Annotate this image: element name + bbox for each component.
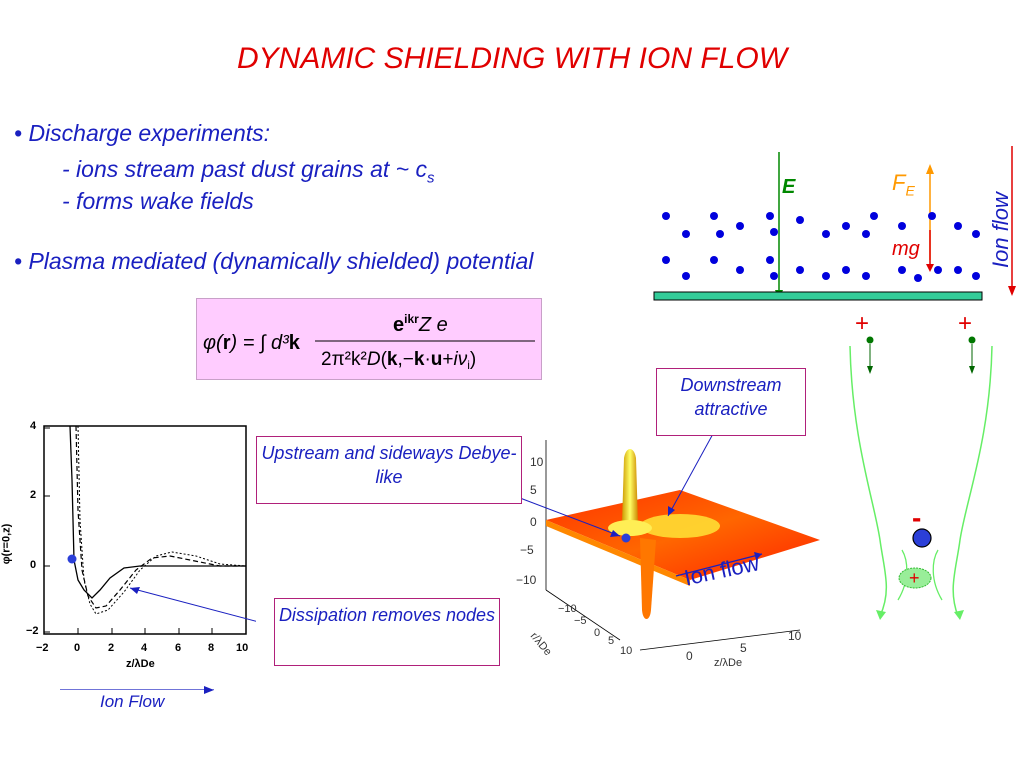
tick-left-0: 0: [530, 515, 537, 529]
tick-side-neg10: −10: [558, 603, 577, 615]
formula-svg: φ(r) = ∫ d³k eikrZ e 2π²k²D(k,−k·u+iνi): [203, 312, 535, 372]
bullet-plasma-potential: • Plasma mediated (dynamically shielded)…: [14, 248, 534, 274]
surface-spike-down: [640, 538, 656, 619]
tick-side-10: 10: [620, 645, 632, 657]
formula-box: φ(r) = ∫ d³k eikrZ e 2π²k²D(k,−k·u+iνi): [196, 298, 542, 380]
ion-focus-cloud: [898, 567, 932, 589]
fe-arrowhead: [926, 164, 934, 174]
electrode-plate: [653, 291, 983, 301]
surface-edge: [546, 520, 690, 586]
tick-front-5: 5: [740, 641, 747, 655]
curve-solid: [69, 425, 246, 599]
callout-pointers: [519, 431, 715, 537]
dissipation-pointer: [129, 587, 256, 622]
formula-numerator: eikrZ e: [393, 312, 448, 336]
surface-spike-up: [622, 449, 638, 524]
ion-vector-left-head: [867, 366, 873, 374]
ion-trajectory-inner-right: [932, 549, 943, 601]
tick-left-neg10: −10: [516, 573, 537, 587]
mg-arrowhead: [926, 264, 934, 272]
tick-front-0: 0: [686, 649, 693, 663]
dust-grain: [912, 528, 932, 548]
curve-dashed: [75, 425, 246, 609]
wake-bump: [640, 514, 720, 538]
ion-flow-bottom-arrowhead: [204, 686, 214, 694]
ion-trajectory-left-head: [876, 610, 886, 620]
dust-levitation-diagram: [653, 146, 1016, 620]
bullet-discharge: • Discharge experiments:: [14, 120, 271, 146]
plus-cloud: +: [909, 568, 920, 588]
callout-downstream: Downstream attractive: [656, 368, 806, 436]
surface-ticks-side: −10 −5 0 5 10: [558, 603, 632, 657]
upstream-pointer: [519, 497, 621, 537]
ion-trajectory-left: [849, 345, 888, 617]
upstream-pointer-head: [610, 530, 620, 537]
plot-frame: [43, 425, 247, 635]
tick-side-neg5: −5: [574, 615, 587, 627]
downstream-pointer: [667, 431, 715, 517]
curve-dotted: [77, 425, 247, 615]
fe-label-sub: E: [905, 182, 915, 199]
ion-vector-right-head: [969, 366, 975, 374]
e-field-label: E: [782, 176, 796, 198]
sub-ions-stream-text: - ions stream past dust grains at ~ c: [62, 156, 427, 182]
minus-grain: -: [912, 502, 922, 533]
surface-dust-marker: [621, 533, 631, 543]
tick-left-neg5: −5: [520, 543, 534, 557]
surface-xlabel: z/λDe: [714, 657, 742, 669]
downstream-pointer-head: [668, 506, 675, 516]
formula-denominator: 2π²k²D(k,−k·u+iνi): [321, 349, 476, 372]
callout-dissipation: Dissipation removes nodes: [274, 598, 500, 666]
page-title: DYNAMIC SHIELDING WITH ION FLOW: [236, 42, 788, 75]
surface-axes: [545, 440, 801, 651]
plot-ticks: [44, 427, 213, 634]
ion-flow-3d-arrow: [675, 553, 763, 577]
tick-front-10: 10: [788, 629, 802, 643]
bullet-sub-ions-stream: - ions stream past dust grains at ~ cs: [62, 156, 434, 187]
fe-label-text: F: [892, 170, 906, 195]
ion-flow-arrowhead: [1008, 286, 1016, 296]
tick-left-5: 5: [530, 483, 537, 497]
dissipation-pointer-head: [130, 587, 140, 594]
surface-ticks-front: 0 5 10: [686, 629, 802, 663]
spike-base: [608, 520, 652, 536]
ion-flow-label-right: Ion flow: [988, 192, 1013, 268]
bullet-sub-wake: - forms wake fields: [62, 188, 254, 214]
surface-ylabel: r/λDe: [528, 630, 554, 658]
cs-subscript: s: [426, 169, 435, 187]
fe-label: FE: [892, 170, 915, 198]
dust-grains: [662, 212, 980, 282]
surface-ticks-left: 10 5 0 −5 −10: [516, 455, 544, 587]
tick-side-0: 0: [594, 627, 600, 639]
plus-left: +: [855, 310, 870, 337]
ion-trajectory-right-head: [954, 610, 964, 620]
plus-right: +: [958, 310, 973, 337]
potential-2d-plot: [43, 425, 256, 690]
plot-marker-dot: [67, 554, 77, 564]
tick-side-5: 5: [608, 635, 614, 647]
callout-upstream: Upstream and sideways Debye-like: [256, 436, 522, 504]
mg-label: mg: [892, 238, 920, 260]
ion-dots: [866, 336, 976, 344]
ion-trajectory-right: [952, 345, 993, 617]
tick-left-10: 10: [530, 455, 544, 469]
ion-flow-bottom-label: Ion Flow: [100, 692, 165, 711]
potential-3d-surface: 10 5 0 −5 −10 0 5 10 −10 −5 0 5 10 z/λDe…: [516, 440, 820, 669]
formula-lhs: φ(r) = ∫ d³k: [203, 332, 301, 354]
ion-flow-3d-arrowhead: [754, 552, 762, 560]
